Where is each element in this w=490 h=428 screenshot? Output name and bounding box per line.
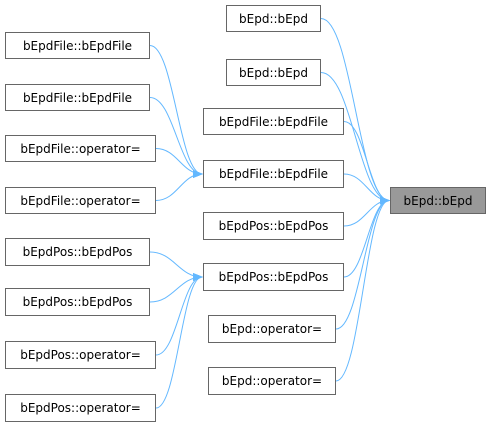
node-label: bEpd::bEpd — [239, 65, 308, 80]
node-bepdpos-operator-1[interactable]: bEpdPos::operator= — [5, 341, 156, 369]
node-label: bEpdPos::bEpdPos — [22, 295, 133, 309]
node-label: bEpd::operator= — [221, 374, 323, 388]
node-label: bEpdPos::bEpdPos — [218, 219, 329, 233]
node-bepdfile-bepdfile-left-2[interactable]: bEpdFile::bEpdFile — [5, 84, 150, 111]
node-label: bEpdPos::bEpdPos — [22, 245, 133, 259]
node-bepdfile-operator-1[interactable]: bEpdFile::operator= — [5, 135, 156, 162]
edge-n_epd_op2-to-n_target — [335, 196, 390, 382]
node-bepdfile-operator-2[interactable]: bEpdFile::operator= — [5, 187, 156, 214]
node-label: bEpdFile::bEpdFile — [22, 38, 133, 53]
node-bepd-bepd-target: bEpd::bEpd — [390, 187, 486, 214]
edge-n_ctor2-to-n_target — [320, 72, 390, 205]
node-bepdfile-bepdfile-left-1[interactable]: bEpdFile::bEpdFile — [5, 32, 150, 59]
node-label: bEpd::operator= — [221, 322, 323, 336]
edge-n_file_op2-to-n_file_m2 — [155, 170, 203, 201]
node-label: bEpd::bEpd — [239, 11, 308, 26]
node-label: bEpdFile::operator= — [20, 193, 141, 208]
edge-n_file_l1-to-n_file_m2 — [149, 45, 203, 178]
node-label: bEpdPos::operator= — [20, 401, 141, 415]
node-bepd-operator-2[interactable]: bEpd::operator= — [208, 367, 336, 395]
node-bepdpos-bepdpos-mid-2[interactable]: bEpdPos::bEpdPos — [203, 263, 344, 291]
node-bepd-operator-1[interactable]: bEpd::operator= — [208, 315, 336, 343]
edge-n_pos_op2-to-n_pos_m2 — [155, 273, 203, 409]
node-label: bEpdPos::operator= — [20, 348, 141, 362]
node-label: bEpdFile::bEpdFile — [218, 114, 329, 129]
node-label: bEpdFile::bEpdFile — [218, 167, 329, 181]
edge-n_file_m1-to-n_target — [343, 121, 390, 205]
node-label: bEpdFile::bEpdFile — [22, 90, 133, 105]
node-bepdfile-bepdfile-mid-2[interactable]: bEpdFile::bEpdFile — [203, 160, 344, 188]
edge-n_pos_m2-to-n_target — [343, 196, 390, 278]
node-bepdfile-bepdfile-mid-1[interactable]: bEpdFile::bEpdFile — [203, 108, 344, 135]
node-bepd-bepd-2[interactable]: bEpd::bEpd — [226, 59, 321, 86]
node-bepdpos-bepdpos-left-1[interactable]: bEpdPos::bEpdPos — [5, 238, 150, 266]
node-label: bEpdPos::bEpdPos — [218, 270, 329, 284]
node-bepdpos-bepdpos-left-2[interactable]: bEpdPos::bEpdPos — [5, 288, 150, 316]
node-bepdpos-bepdpos-mid-1[interactable]: bEpdPos::bEpdPos — [203, 212, 344, 240]
node-bepdpos-operator-2[interactable]: bEpdPos::operator= — [5, 394, 156, 422]
node-label: bEpdFile::operator= — [20, 141, 141, 156]
edge-n_epd_op1-to-n_target — [335, 196, 390, 330]
edge-n_pos_l1-to-n_pos_m2 — [149, 251, 203, 281]
node-label: bEpd::bEpd — [403, 193, 473, 208]
node-bepd-bepd-1[interactable]: bEpd::bEpd — [226, 5, 321, 32]
